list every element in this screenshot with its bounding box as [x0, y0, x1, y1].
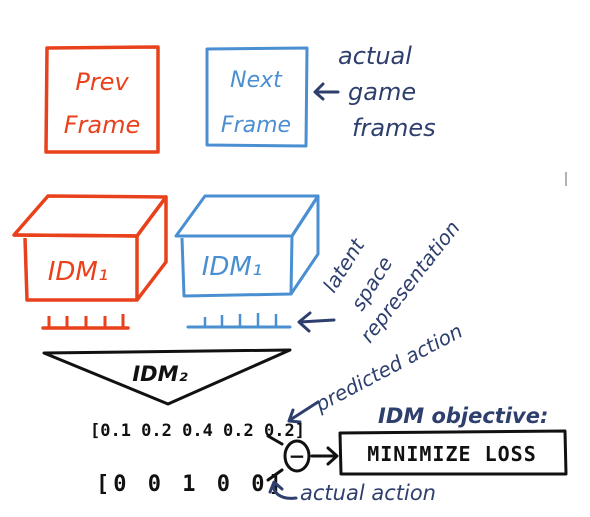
annotation-actual: actual	[338, 42, 412, 70]
next-frame-label-line2: Frame	[221, 113, 291, 138]
prev-frame-label-line2: Frame	[64, 111, 141, 139]
connector-predicted	[266, 434, 284, 446]
next-frame-box: Next Frame	[205, 46, 309, 148]
idm-right-box: IDM₁	[174, 194, 320, 298]
annotation-predicted-action: predicted action	[310, 319, 466, 417]
minus-operator-symbol: −	[289, 444, 306, 468]
arrow-up-left-icon	[287, 400, 320, 424]
prev-frame-box: Prev Frame	[44, 45, 160, 154]
idm-left-label: IDM₁	[48, 257, 109, 287]
idm-right-label: IDM₁	[202, 252, 263, 282]
prev-frame-label-line1: Prev	[75, 68, 129, 96]
idm-right-output-ticks	[186, 313, 292, 329]
minimize-loss-label: MINIMIZE LOSS	[367, 442, 537, 466]
actual-vector: [0 0 1 0 0]	[96, 472, 286, 497]
annotation-frames: frames	[352, 114, 436, 142]
annotation-game: game	[348, 78, 416, 106]
minimize-loss-box: MINIMIZE LOSS	[338, 429, 568, 476]
minus-operator-icon: −	[283, 439, 311, 473]
arrow-left-icon	[297, 311, 336, 333]
arrow-left-icon	[313, 82, 340, 101]
annotation-actual-action: actual action	[300, 481, 436, 505]
next-frame-label-line1: Next	[230, 68, 283, 93]
idm-left-box: IDM₁	[12, 194, 168, 302]
predicted-vector: [0.1 0.2 0.4 0.2 0.2]	[90, 421, 305, 441]
arrow-right-icon	[310, 446, 339, 466]
idm-bottom-triangle: IDM₂	[42, 348, 292, 406]
connector-actual	[266, 468, 284, 482]
idm-bottom-label: IDM₂	[132, 362, 188, 386]
idm-left-output-ticks	[41, 314, 130, 330]
objective-title: IDM objective:	[378, 404, 548, 428]
arrow-curved-icon	[268, 480, 298, 500]
